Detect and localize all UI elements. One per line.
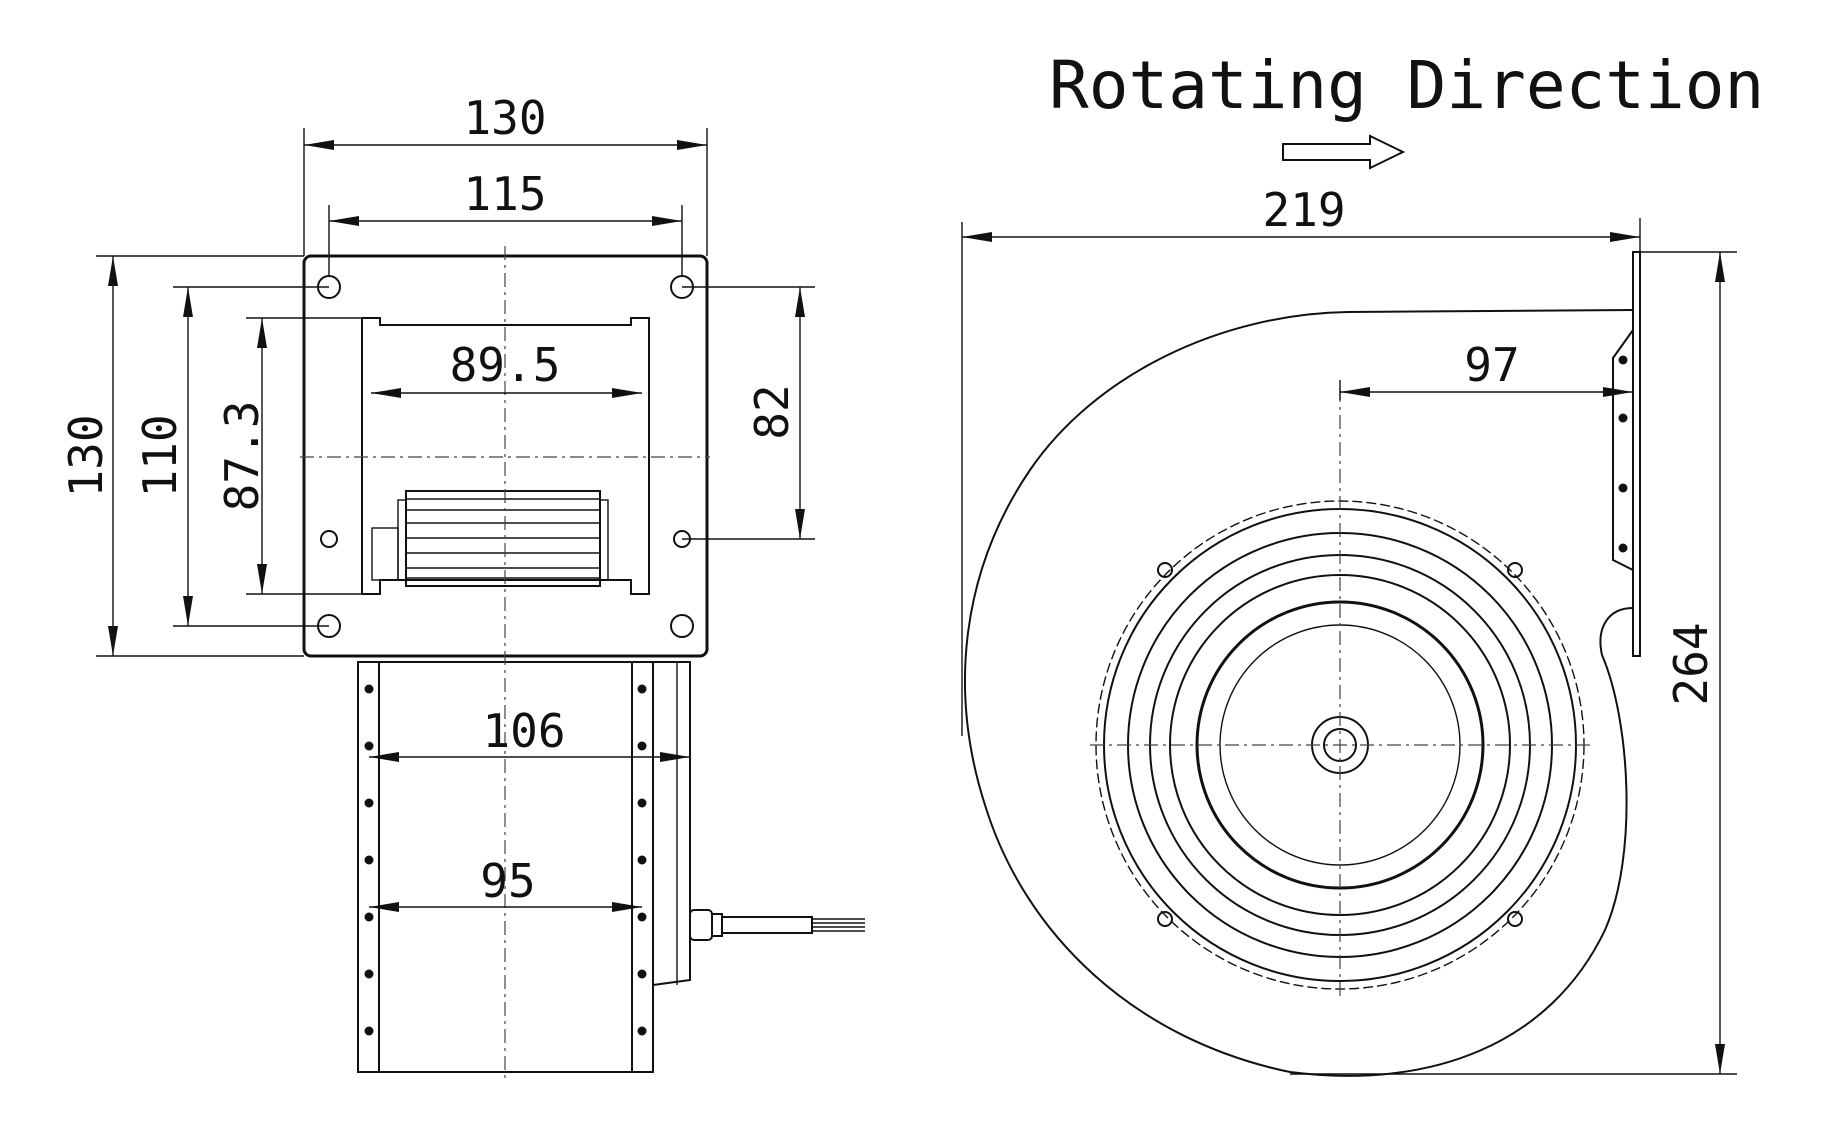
dim-82-height	[682, 286, 815, 540]
dim-label-97-width: 97	[1464, 338, 1519, 392]
dim-label-87-3-height: 87.3	[215, 401, 269, 512]
right-arrow-icon	[1282, 134, 1406, 170]
dim-87-3-height	[246, 317, 362, 595]
rivets	[364, 684, 647, 1036]
dim-115-width	[328, 205, 683, 276]
outlet-flange	[1612, 251, 1641, 657]
power-cable	[689, 909, 865, 941]
dim-label-106-width: 106	[482, 704, 565, 758]
dim-95-width	[369, 902, 642, 912]
small-hole	[320, 530, 338, 548]
dim-89-5-width	[371, 388, 642, 398]
dim-106-width	[369, 752, 690, 762]
dim-label-110-height: 110	[133, 414, 187, 497]
dim-130-width	[303, 128, 708, 256]
dim-label-130-width: 130	[463, 91, 546, 145]
mounting-hole	[670, 614, 694, 638]
dim-label-115-width: 115	[463, 167, 546, 221]
dim-label-89-5-width: 89.5	[450, 338, 561, 392]
dim-label-130-height: 130	[59, 414, 113, 497]
dim-label-219-width: 219	[1262, 183, 1345, 237]
dim-label-95-width: 95	[480, 854, 535, 908]
dim-130-height	[96, 255, 304, 657]
dim-label-264-height: 264	[1664, 622, 1718, 705]
side-view: 219 97 264	[961, 183, 1737, 1077]
dim-219-width	[961, 218, 1641, 736]
rotating-direction-title: Rotating Direction	[1049, 47, 1764, 124]
dim-label-82-height: 82	[745, 384, 799, 439]
dim-264-height	[1290, 251, 1737, 1075]
dim-110-height	[173, 286, 329, 627]
outlet-opening	[361, 317, 650, 595]
body-housing	[357, 661, 691, 1073]
dim-97-width	[1339, 380, 1633, 400]
impeller	[371, 490, 609, 587]
motor-screw-holes	[1157, 562, 1523, 927]
front-view: 130 115 89.5 130	[59, 91, 865, 1082]
scroll-housing	[964, 309, 1634, 1077]
